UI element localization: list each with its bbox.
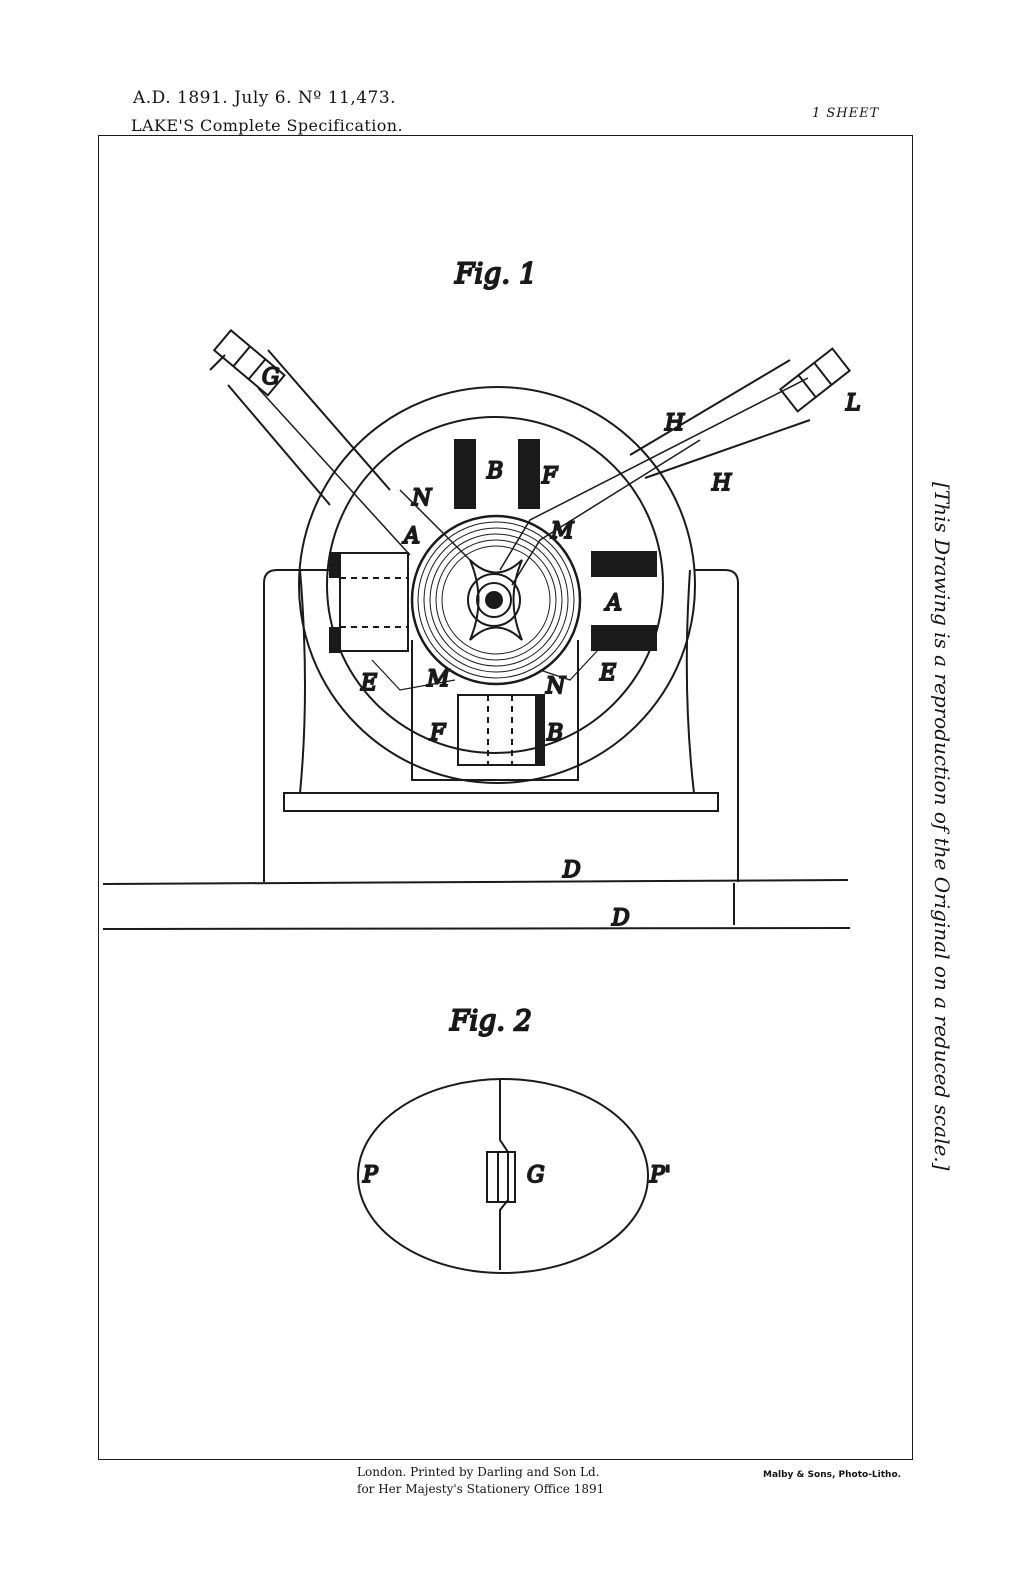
- fig2-title: Fig. 2: [449, 1004, 532, 1037]
- pedestal-right-inner: [685, 569, 695, 794]
- label-m-bottom: M: [426, 667, 450, 692]
- label-p-prime: P': [649, 1163, 671, 1188]
- arm-g-upper: [267, 349, 391, 491]
- fig2-wire-top: [499, 1079, 509, 1153]
- bottom-pole-coil: [457, 694, 537, 766]
- label-g-fig2: G: [527, 1163, 545, 1188]
- drawing-frame: [98, 135, 913, 1460]
- ground-line-lower: [102, 927, 851, 930]
- label-g: G: [262, 365, 280, 390]
- litho-credit: Malby & Sons, Photo-Litho.: [763, 1470, 902, 1480]
- pedestal-left: [263, 569, 336, 882]
- arm-l-upper: [629, 359, 791, 456]
- right-pole-lower-shoe: [591, 625, 657, 651]
- fig2-wire-bottom: [499, 1199, 509, 1270]
- label-f-bottom: F: [429, 721, 446, 746]
- label-p: P: [362, 1163, 379, 1188]
- label-b-bottom: B: [546, 721, 563, 746]
- label-a-right: A: [604, 591, 622, 616]
- label-e-right: E: [599, 661, 616, 686]
- label-m-top: M: [550, 519, 574, 544]
- label-h-upper: H: [664, 411, 685, 436]
- sheet-count: 1 SHEET: [812, 106, 880, 121]
- header-date-number: A.D. 1891. July 6. Nº 11,473.: [133, 88, 397, 108]
- label-n-top: N: [411, 486, 432, 511]
- lower-pole-housing: [411, 640, 579, 781]
- pedestal-right: [694, 569, 739, 882]
- conductor-h-lower: [511, 439, 701, 586]
- field-ring: [326, 416, 664, 754]
- label-a-left: A: [402, 524, 420, 549]
- brush-holder-l: [778, 347, 852, 413]
- shaft: [485, 591, 503, 609]
- header-specification: LAKE'S Complete Specification.: [131, 116, 403, 135]
- arm-l-lower: [644, 419, 811, 479]
- top-pole-right-shoe: [518, 439, 540, 509]
- conductor-g: [257, 387, 411, 556]
- armature-windings: [417, 521, 575, 679]
- fig1-title: Fig. 1: [454, 257, 537, 290]
- printer-line-1: London. Printed by Darling and Son Ld.: [357, 1465, 600, 1479]
- arm-g-lower: [227, 384, 331, 506]
- label-d-lower: D: [611, 906, 630, 931]
- bed-plate: [283, 792, 719, 812]
- fig2-brush-g: [486, 1151, 516, 1203]
- conductor-h-upper: [499, 377, 809, 571]
- label-b-top: B: [486, 459, 503, 484]
- top-pole-left-shoe: [454, 439, 476, 509]
- label-l: L: [845, 391, 861, 416]
- ground-line-upper: [102, 879, 849, 885]
- armature: [410, 514, 582, 686]
- label-h-lower: H: [711, 471, 732, 496]
- commutator: [467, 573, 521, 627]
- label-f-top: F: [541, 464, 558, 489]
- outer-casing: [298, 386, 696, 784]
- label-e-left: E: [360, 671, 377, 696]
- printer-line-2: for Her Majesty's Stationery Office 1891: [357, 1482, 605, 1496]
- brush-holder-g: [212, 328, 286, 397]
- pedestal-left-inner: [299, 569, 306, 794]
- fig2-closed-loop: [357, 1078, 649, 1274]
- label-n-bottom: N: [545, 674, 566, 699]
- label-d-upper: D: [562, 858, 581, 883]
- left-pole-coil: [339, 552, 409, 652]
- right-pole-upper-shoe: [591, 551, 657, 577]
